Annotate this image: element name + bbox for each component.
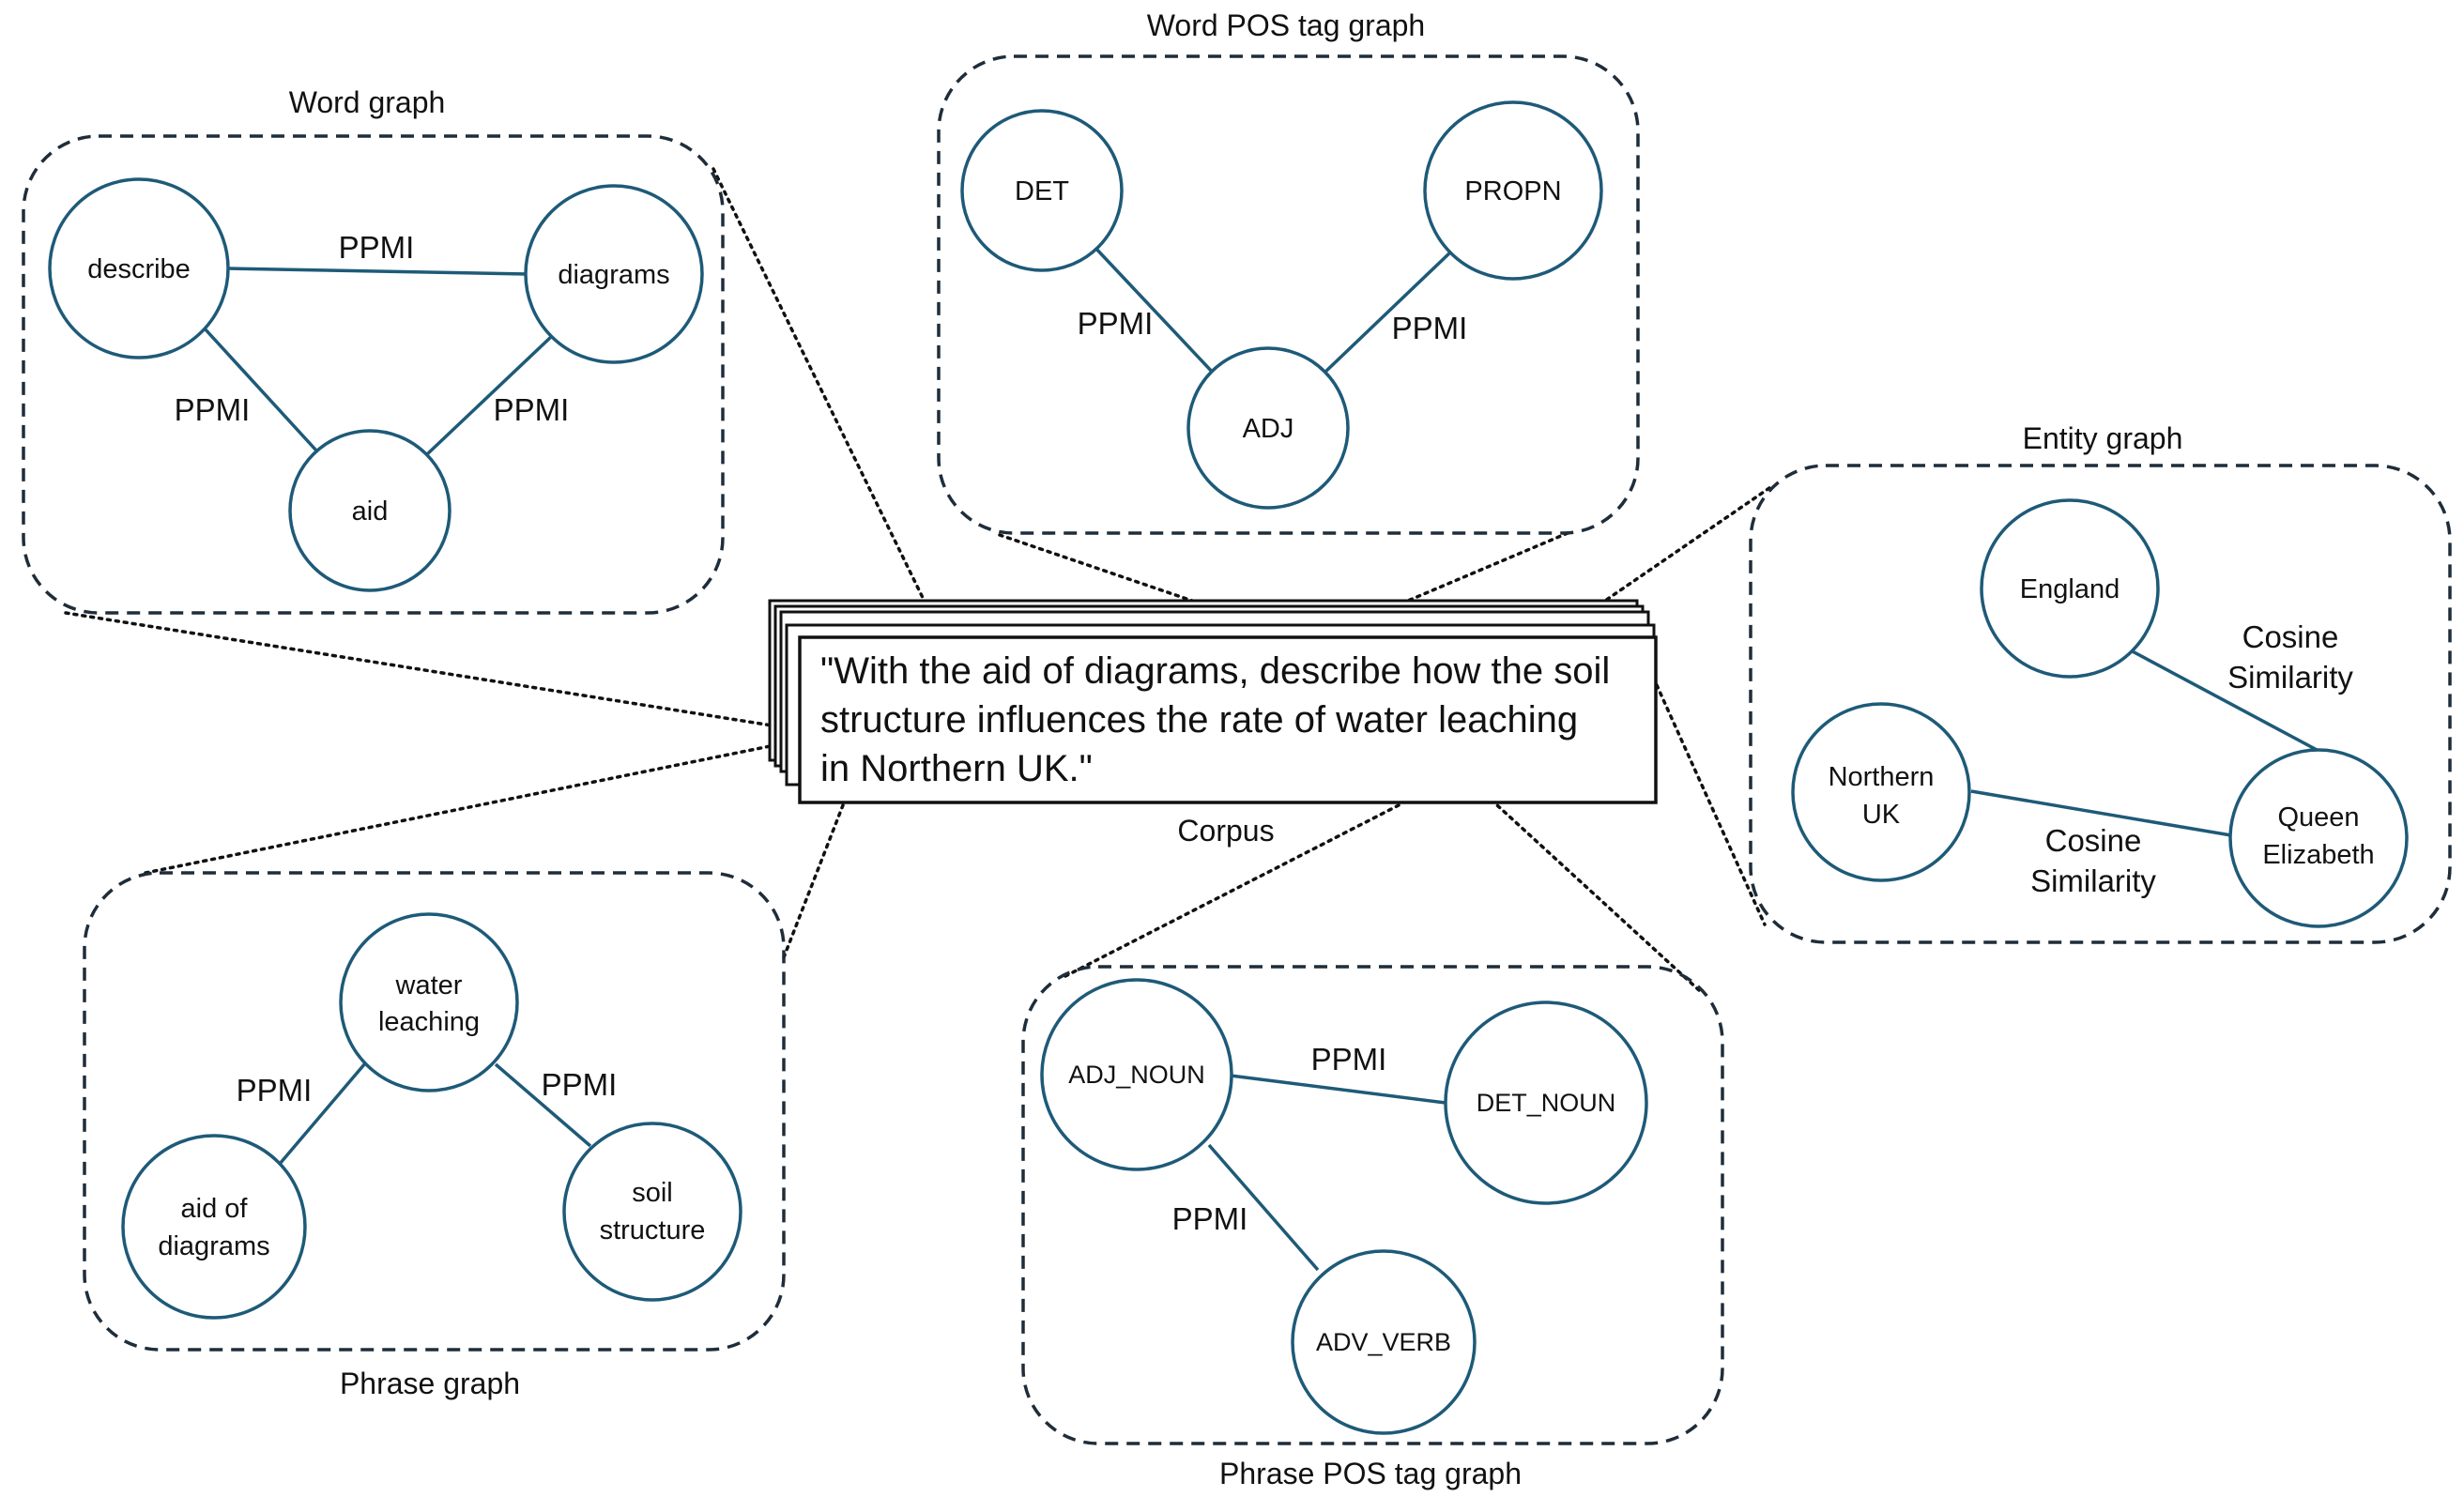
entity-graph-node-northern-uk-label-2: UK	[1862, 800, 1901, 830]
entity-graph-node-queen-elizabeth	[2228, 748, 2409, 928]
word-pos-graph-node-adj	[1186, 346, 1350, 510]
word-pos-graph-node-det	[960, 109, 1124, 272]
word-pos-tag-graph: Word POS tag graph PPMI PPMI DET PROPN A…	[937, 8, 1640, 535]
entity-graph-edge-northern-queen	[1970, 789, 2232, 837]
phrase-pos-graph-edge-label-top: PPMI	[1311, 1042, 1387, 1077]
entity-graph-node-northern-uk-label-1: Northern	[1829, 762, 1935, 792]
connector-word-graph-top	[712, 167, 928, 607]
phrase-pos-graph-node-det-noun-label: DET_NOUN	[1477, 1089, 1616, 1117]
phrase-pos-graph-title: Phrase POS tag graph	[1219, 1457, 1522, 1490]
entity-graph-node-queen-elizabeth-label-2: Elizabeth	[2262, 840, 2374, 870]
phrase-graph-node-soil-structure-label-2: structure	[600, 1215, 706, 1245]
word-pos-graph-node-propn-label: PROPN	[1464, 176, 1561, 206]
word-graph-node-describe-label: describe	[87, 254, 191, 284]
corpus-text-line-2: structure influences the rate of water l…	[820, 699, 1578, 741]
entity-graph-edge-label-1-line-1: Cosine	[2242, 619, 2339, 654]
connector-word-pos-right	[1406, 531, 1569, 603]
connector-word-pos-left	[998, 533, 1194, 603]
word-pos-graph-node-propn	[1423, 100, 1603, 281]
connector-phrase-left	[144, 740, 795, 875]
phrase-graph-node-aid-of-diagrams-label-2: diagrams	[158, 1231, 269, 1261]
word-pos-graph-node-det-label: DET	[1015, 176, 1069, 206]
phrase-graph-node-aid-of-diagrams	[121, 1134, 307, 1320]
connector-word-graph-bottom	[64, 611, 786, 729]
phrase-graph: PPMI PPMI water leaching aid of diagrams…	[83, 871, 786, 1400]
entity-graph-node-queen-elizabeth-label-1: Queen	[2277, 802, 2359, 833]
entity-graph: Entity graph Cosine Similarity Cosine Si…	[1749, 421, 2452, 944]
corpus-document	[798, 635, 1658, 804]
phrase-graph-title: Phrase graph	[340, 1367, 520, 1400]
connector-entity-top	[1603, 486, 1771, 603]
word-graph-boundary	[22, 134, 725, 615]
phrase-graph-node-soil-structure	[562, 1122, 742, 1302]
word-pos-graph-edge-label-right: PPMI	[1392, 311, 1468, 345]
word-graph-edge-describe-aid	[202, 326, 318, 452]
word-graph: Word graph PPMI PPMI PPMI describe diagr…	[22, 85, 725, 615]
word-graph-node-aid	[288, 429, 451, 592]
phrase-pos-graph-node-adj-noun	[1040, 978, 1233, 1171]
connector-phrase-pos-right	[1495, 803, 1701, 992]
phrase-graph-node-water-leaching-label-1: water	[395, 970, 463, 1001]
phrase-pos-graph-boundary	[1021, 965, 1724, 1445]
word-pos-graph-edge-propn-adj	[1322, 250, 1453, 375]
word-pos-graph-boundary	[937, 54, 1640, 535]
entity-graph-title: Entity graph	[2023, 421, 2183, 455]
word-pos-graph-edge-det-adj	[1092, 244, 1217, 376]
word-graph-edge-label-top: PPMI	[339, 230, 415, 265]
phrase-graph-edge-label-right: PPMI	[542, 1067, 618, 1102]
word-graph-node-diagrams-label: diagrams	[558, 260, 669, 290]
word-pos-graph-node-adj-label: ADJ	[1243, 414, 1294, 444]
connector-phrase-right	[782, 803, 845, 959]
word-graph-edge-label-right: PPMI	[494, 392, 570, 427]
corpus-text-line-3: in Northern UK."	[820, 748, 1093, 789]
phrase-graph-edge-water-soil	[494, 1062, 592, 1148]
phrase-pos-graph-node-adv-verb-label: ADV_VERB	[1316, 1328, 1451, 1356]
word-graph-title: Word graph	[289, 85, 446, 119]
connector-entity-bottom	[1655, 683, 1767, 926]
phrase-graph-node-soil-structure-label-1: soil	[632, 1178, 673, 1208]
entity-graph-node-england-label: England	[2020, 574, 2120, 604]
connectors	[64, 167, 1771, 992]
entity-graph-edge-label-2-line-2: Similarity	[2030, 863, 2156, 898]
corpus: "With the aid of diagrams, describe how …	[768, 599, 1658, 848]
word-graph-node-diagrams	[524, 184, 704, 364]
word-graph-node-aid-label: aid	[352, 496, 389, 527]
phrase-pos-graph-node-det-noun	[1444, 1001, 1648, 1205]
entity-graph-boundary	[1749, 464, 2452, 944]
word-graph-edge-describe-diagrams	[227, 267, 528, 276]
word-pos-graph-edge-label-left: PPMI	[1078, 306, 1154, 341]
corpus-label: Corpus	[1177, 814, 1274, 848]
phrase-graph-node-water-leaching-label-2: leaching	[378, 1007, 480, 1037]
entity-graph-edge-england-queen	[2128, 648, 2321, 754]
word-graph-edge-label-left: PPMI	[175, 392, 251, 427]
phrase-pos-graph-edge-adj-det	[1230, 1074, 1446, 1105]
phrase-graph-edge-label-left: PPMI	[237, 1073, 313, 1107]
connector-phrase-pos-left	[1064, 803, 1400, 978]
phrase-graph-node-water-leaching	[339, 912, 519, 1092]
corpus-text-line-1: "With the aid of diagrams, describe how …	[820, 650, 1610, 692]
entity-graph-node-england	[1980, 498, 2160, 679]
phrase-pos-graph-node-adv-verb	[1291, 1249, 1477, 1435]
word-graph-node-describe	[48, 177, 230, 359]
phrase-graph-boundary	[83, 871, 786, 1352]
phrase-pos-tag-graph: PPMI PPMI ADJ_NOUN DET_NOUN ADV_VERB Phr…	[1021, 965, 1724, 1490]
word-graph-edge-diagrams-aid	[425, 335, 553, 456]
entity-graph-edge-label-2-line-1: Cosine	[2045, 823, 2142, 858]
word-pos-graph-title: Word POS tag graph	[1147, 8, 1425, 42]
entity-graph-node-northern-uk	[1791, 702, 1971, 882]
entity-graph-edge-label-1-line-2: Similarity	[2227, 660, 2353, 695]
phrase-pos-graph-node-adj-noun-label: ADJ_NOUN	[1068, 1061, 1205, 1089]
phrase-graph-node-aid-of-diagrams-label-1: aid of	[181, 1194, 249, 1224]
phrase-graph-edge-water-aid	[278, 1062, 367, 1166]
phrase-pos-graph-edge-label-left: PPMI	[1172, 1201, 1248, 1236]
phrase-pos-graph-edge-adj-adv	[1207, 1143, 1320, 1272]
